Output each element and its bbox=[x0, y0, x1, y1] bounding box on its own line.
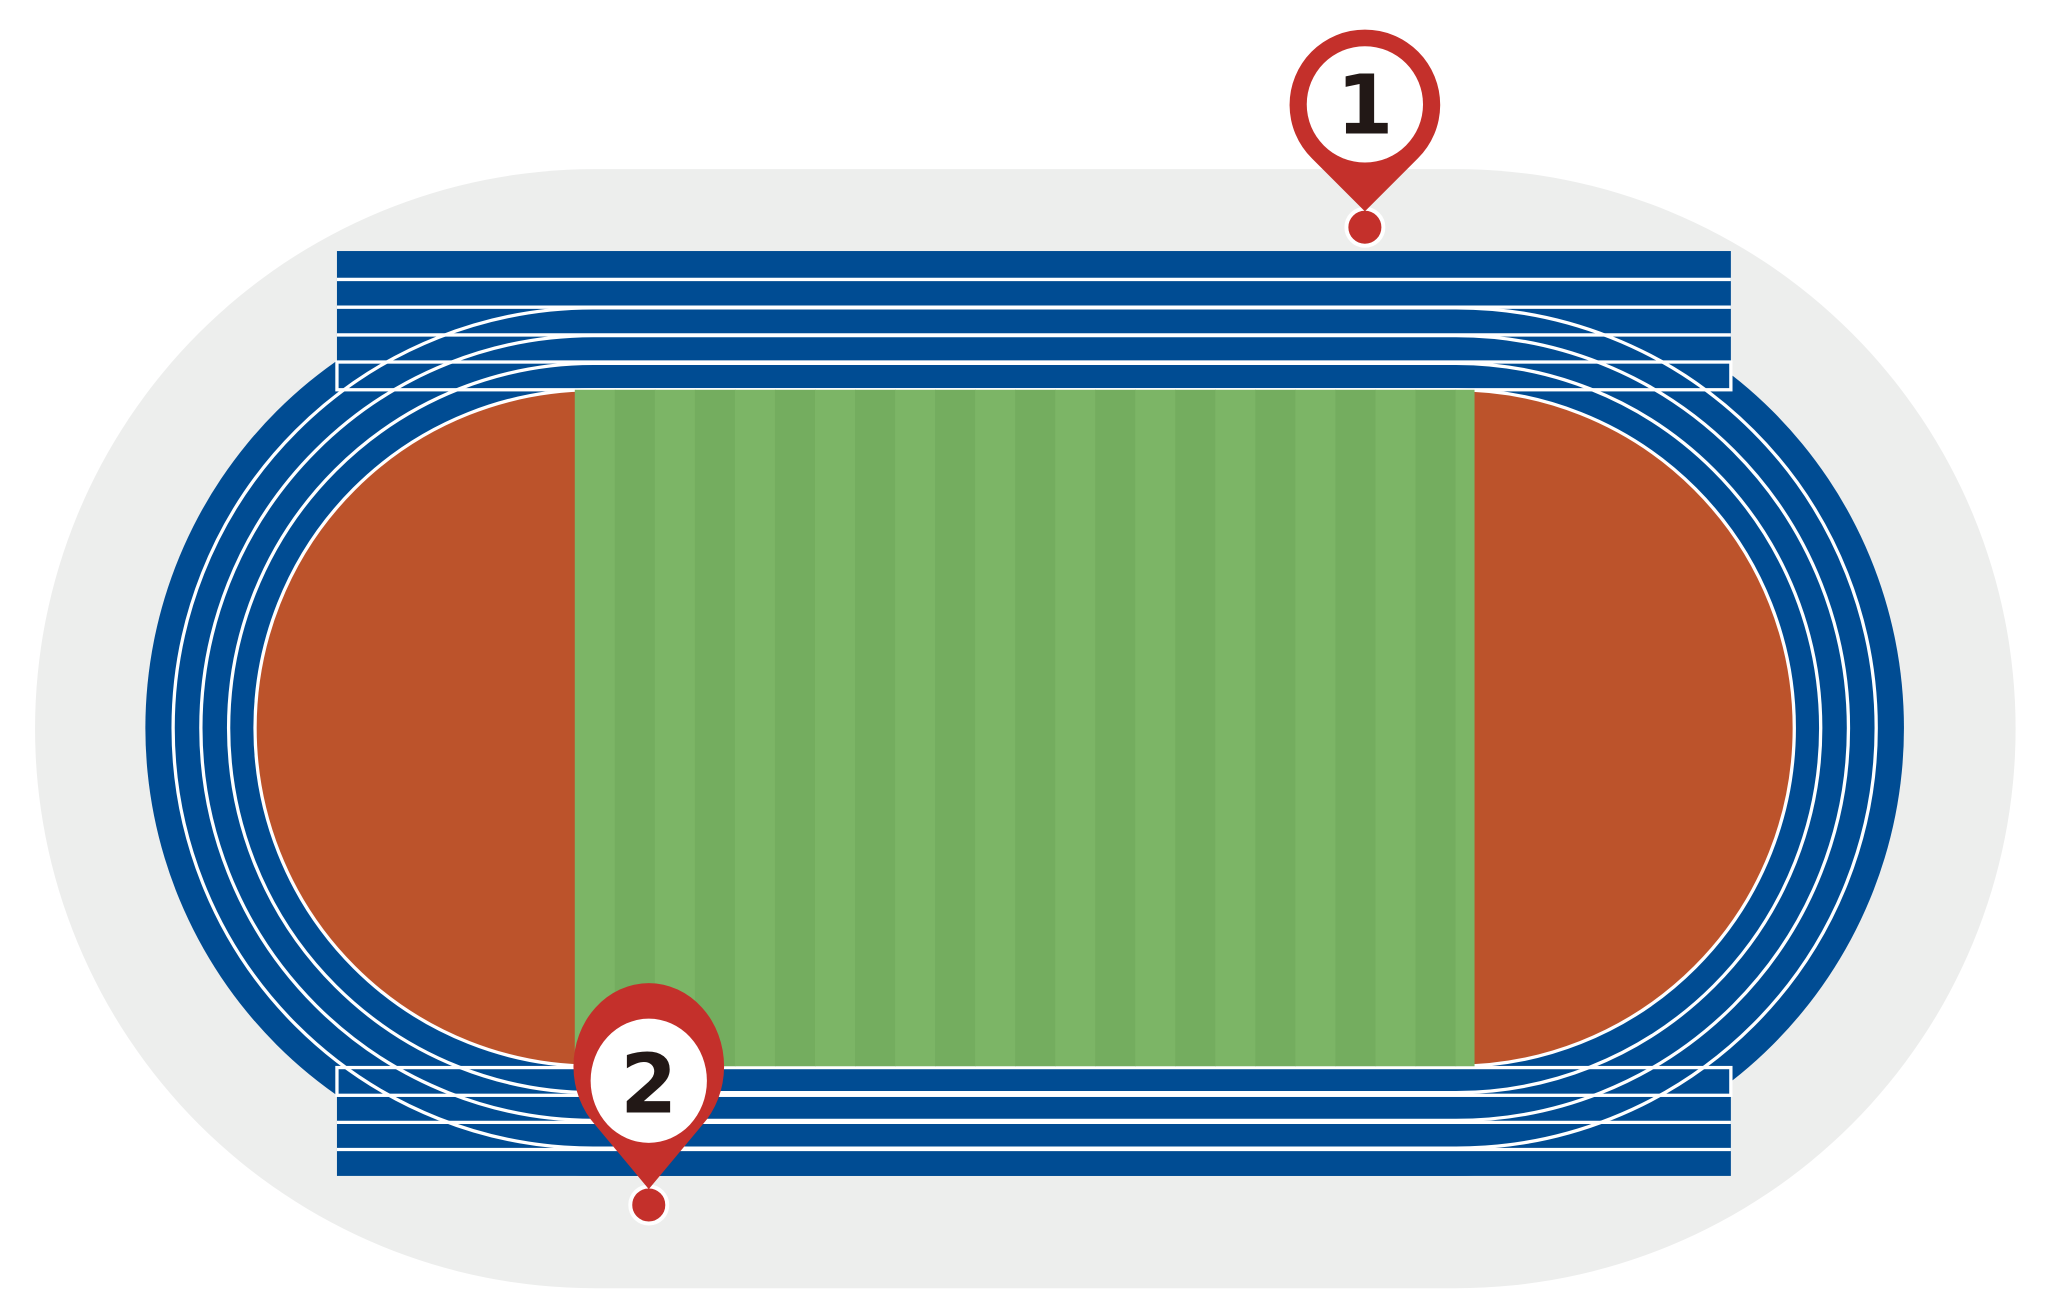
marker-label: 1 bbox=[1336, 58, 1393, 153]
location-marker-1[interactable]: 1 bbox=[1289, 29, 1441, 248]
grass-stripe bbox=[1135, 389, 1176, 1067]
grass-stripe bbox=[774, 389, 816, 1067]
marker-dot bbox=[628, 1184, 670, 1226]
marker-badge bbox=[590, 1018, 707, 1143]
grass-stripe bbox=[814, 389, 856, 1067]
grass-stripe bbox=[1455, 389, 1475, 1067]
grass-stripe bbox=[1375, 389, 1417, 1067]
grass-stripe bbox=[1175, 389, 1216, 1067]
grass-stripe bbox=[574, 389, 616, 1067]
grass-stripe bbox=[734, 389, 776, 1067]
grass-stripe bbox=[1015, 389, 1056, 1067]
grass-stripe bbox=[855, 389, 896, 1067]
marker-dot bbox=[1344, 206, 1386, 248]
grass-stripe bbox=[1295, 389, 1337, 1067]
grass-stripe bbox=[895, 389, 936, 1067]
grass-stripe bbox=[935, 389, 976, 1067]
marker-label: 2 bbox=[620, 1037, 677, 1132]
location-marker-2[interactable]: 2 bbox=[573, 983, 725, 1226]
grass-stripe bbox=[694, 389, 736, 1067]
grass-stripe bbox=[614, 389, 656, 1067]
grass-stripe bbox=[1335, 389, 1377, 1067]
marker-badge bbox=[1306, 46, 1424, 163]
grass-stripe bbox=[975, 389, 1016, 1067]
grass-stripe bbox=[1215, 389, 1257, 1067]
grass-stripe bbox=[1095, 389, 1136, 1067]
grass-field bbox=[574, 389, 1475, 1067]
grass-stripe bbox=[1055, 389, 1096, 1067]
grass-stripe bbox=[654, 389, 696, 1067]
grass-stripe bbox=[1255, 389, 1297, 1067]
grass-stripe bbox=[1415, 389, 1457, 1067]
